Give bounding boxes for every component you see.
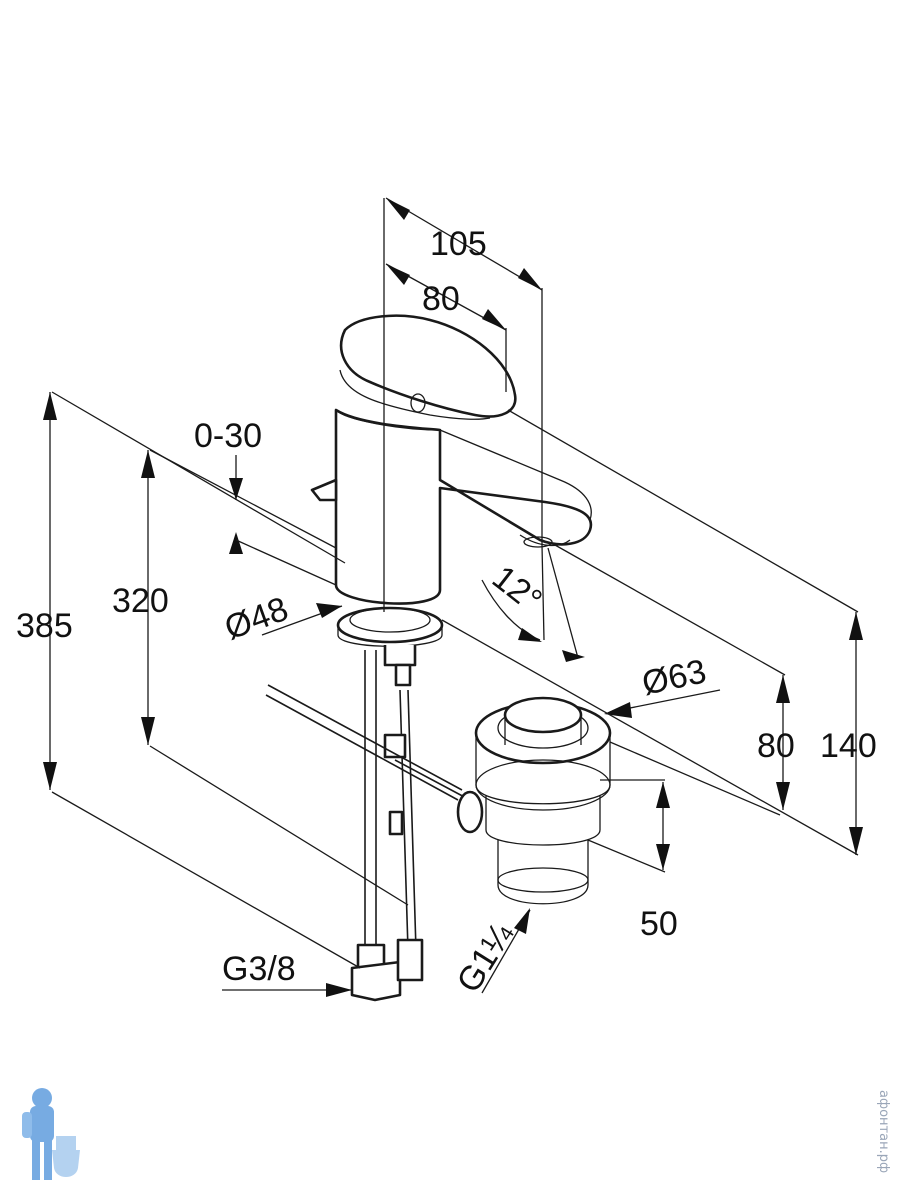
pop-up-waste bbox=[456, 696, 612, 905]
dim-g38-label: G3/8 bbox=[222, 950, 296, 988]
faucet-column bbox=[334, 408, 593, 605]
dim-105-label: 105 bbox=[430, 225, 487, 263]
dim-80-height-label: 80 bbox=[757, 727, 795, 765]
watermark-site-text: афонтан.рф bbox=[876, 1090, 891, 1173]
pull-rod bbox=[265, 684, 471, 801]
dim-320-label: 320 bbox=[112, 582, 169, 620]
dim-d48-label: Ø48 bbox=[220, 590, 293, 648]
plumber-logo bbox=[22, 1088, 80, 1180]
supply-hoses bbox=[350, 650, 424, 1002]
faucet-body bbox=[310, 314, 593, 687]
dim-140-label: 140 bbox=[820, 727, 877, 765]
lever-handle bbox=[339, 314, 517, 418]
dim-12-angle-label: 12° bbox=[485, 558, 549, 620]
dimension-lines bbox=[43, 197, 863, 997]
dim-80-width-label: 80 bbox=[422, 280, 460, 318]
dim-d63-label: Ø63 bbox=[639, 652, 710, 703]
dim-50-label: 50 bbox=[640, 905, 678, 943]
dim-g114-label: G1¼ bbox=[450, 916, 522, 999]
dim-385-label: 385 bbox=[16, 607, 73, 645]
dim-0-30-label: 0-30 bbox=[194, 417, 262, 455]
